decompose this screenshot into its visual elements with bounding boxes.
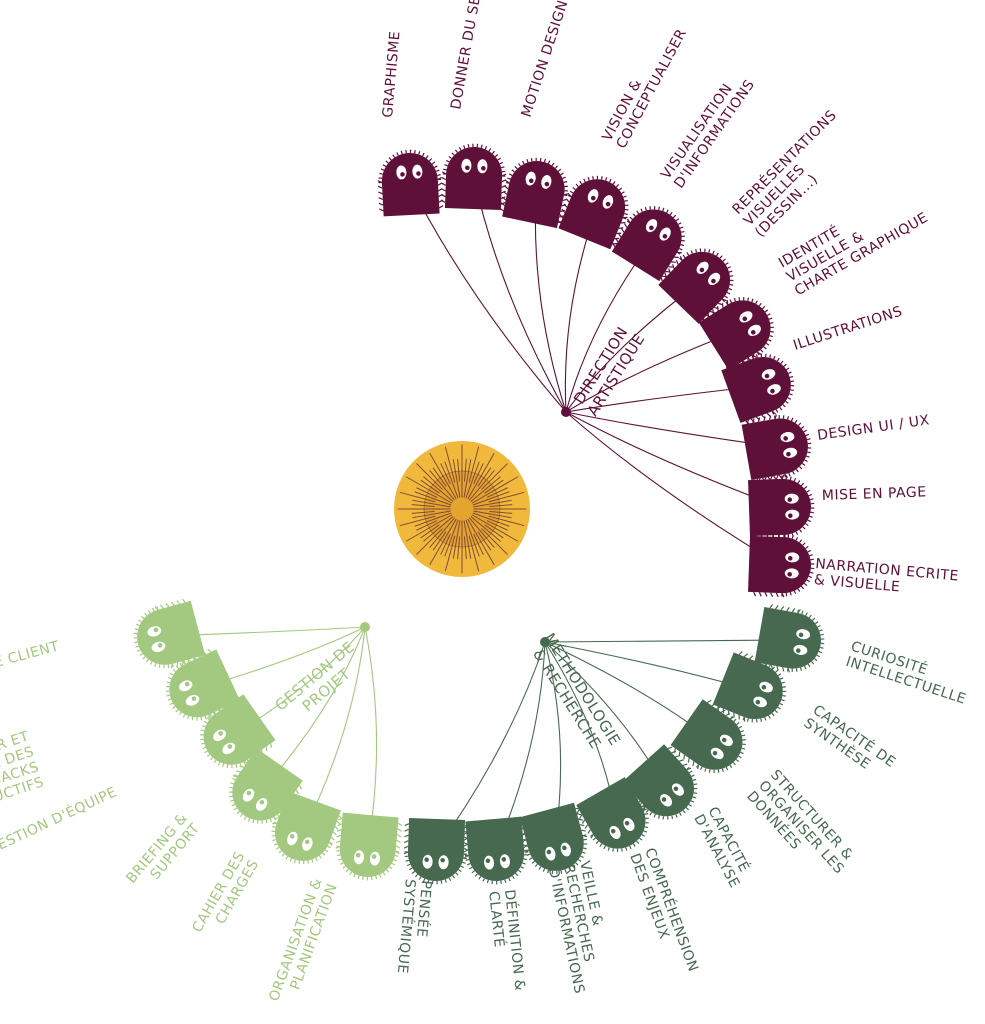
skill-label-capacite-d-analyse: CAPACITÉD'ANALYSE [690,804,757,891]
eyes-icon [242,788,268,811]
creature-veille-recherches-d-informations [517,802,588,875]
eyes-icon [179,680,200,706]
skill-label-donner-du-sens: DONNER DU SENS [448,0,487,111]
hub-dot-direction [561,407,571,417]
creature-interface-client [133,598,206,669]
skill-label-graphisme: GRAPHISME [380,30,404,118]
skill-label-capacite-de-synthese: CAPACITÉ DESYNTHÈSE [801,701,899,784]
eyes-icon [525,171,552,189]
eyes-icon [784,493,800,520]
skill-label-illustrations: ILLUSTRATIONS [791,303,904,353]
creature-visualisation-d-informations [611,206,685,282]
eyes-icon [396,164,423,180]
creature-definition-clarte [461,816,529,885]
eyes-icon [645,219,671,241]
eyes-icon [484,854,511,870]
creature-recevoir-et-donner-des-feedbacks-constructifs [165,648,240,721]
creature-illustrations [721,353,795,425]
skill-label-design-ui-ux: DESIGN UI / UX [816,412,930,444]
sun-icon [394,441,530,577]
eyes-icon [710,734,733,760]
hub-label-direction: DIRECTIONARTISTIQUE [568,321,648,419]
connector-organisation-planification [364,626,378,847]
creature-vision-conceptualiser [557,175,629,250]
eyes-icon [461,158,488,174]
eyes-icon [353,850,380,866]
eyes-icon [753,681,773,708]
skill-label-briefing-support: BRIEFING &SUPPORT [123,810,203,897]
eyes-icon [696,261,721,286]
skill-label-comprehension-des-enjeux: COMPRÉHENSIONDES ENJEUX [626,846,702,980]
skill-label-motion-design: MOTION DESIGN [519,0,572,119]
skill-label-narration-ecrite-visuelle: NARRATION ECRITE& VISUELLE [813,556,959,600]
creature-mise-en-page [748,474,815,541]
creature-structurer-organiser-les-donnees [670,699,746,774]
creature-briefing-support [228,748,303,824]
hub-dot-gestion [360,622,370,632]
eyes-icon [147,626,166,652]
eyes-icon [793,629,811,656]
connector-curiosite-intellectuelle [544,639,791,643]
eyes-icon [780,431,798,458]
skill-label-vision-conceptualiser: VISION &CONCEPTUALISER [599,19,690,152]
eyes-icon [660,783,684,807]
skill-label-visualisation-d-informations: VISUALISATIOND'INFORMATIONS [658,68,758,192]
skill-label-curiosite-intellectuelle: CURIOSITÉINTELLECTUELLE [844,638,973,708]
creature-identite-visuelle-charte-graphique [698,297,774,371]
hub-label-gestion: GESTION DEPROJET [271,638,369,729]
eyes-icon [739,311,761,337]
skill-label-interface-client: INTERFACE CLIENT [0,638,61,689]
creature-representations-visuelles-dessin [658,248,734,324]
skill-label-definition-clarte: DÉFINITION &CLARTÉ [485,889,528,994]
creature-pensee-systemique [403,818,470,885]
skill-label-recevoir-et-donner-des-feedbacks-constructifs: RECEVOIR ETDONNER DESFEEDBACKSCONSTRUCTI… [0,729,46,825]
creature-organisation-planification [335,812,403,881]
creature-graphisme [377,149,444,217]
creature-design-ui-ux [741,414,812,483]
skill-label-cahier-des-charges: CAHIER DESCHARGES [189,849,262,943]
creature-cahier-des-charges [271,791,343,865]
eyes-icon [213,729,236,755]
skill-label-structurer-organiser-les-donnees: STRUCTURER &ORGANISER LESDONNÉES [743,767,859,888]
skill-label-organisation-planification: ORGANISATION &PLANIFICATION [266,876,341,1009]
eyes-icon [287,831,313,851]
eyes-icon [609,817,635,839]
creature-capacite-d-analyse [622,744,698,820]
skill-label-veille-recherches-d-informations: VEILLE &RECHERCHESD'INFORMATIONS [545,860,619,996]
creature-narration-ecrite-visuelle [748,531,815,598]
hub-dot-methodologie [540,637,550,647]
skill-label-pensee-systemique: PENSÉESYSTÉMIQUE [394,878,435,976]
eyes-icon [422,854,449,870]
eyes-icon [545,842,571,861]
eyes-icon [784,552,800,579]
creature-blocks [133,143,825,885]
eyes-icon [587,189,614,209]
creature-capacite-de-synthese [712,651,787,723]
creature-comprehension-des-enjeux [576,777,649,852]
creature-donner-du-sens [440,143,507,210]
skill-label-mise-en-page: MISE EN PAGE [822,484,927,504]
skill-label-representations-visuelles-dessin: REPRÉSENTATIONSVISUELLES(DESSIN...) [729,107,863,241]
creature-curiosite-intellectuelle [754,604,825,673]
creature-motion-design [499,157,569,229]
eyes-icon [761,369,781,395]
connector-narration-ecrite-visuelle [565,411,781,566]
